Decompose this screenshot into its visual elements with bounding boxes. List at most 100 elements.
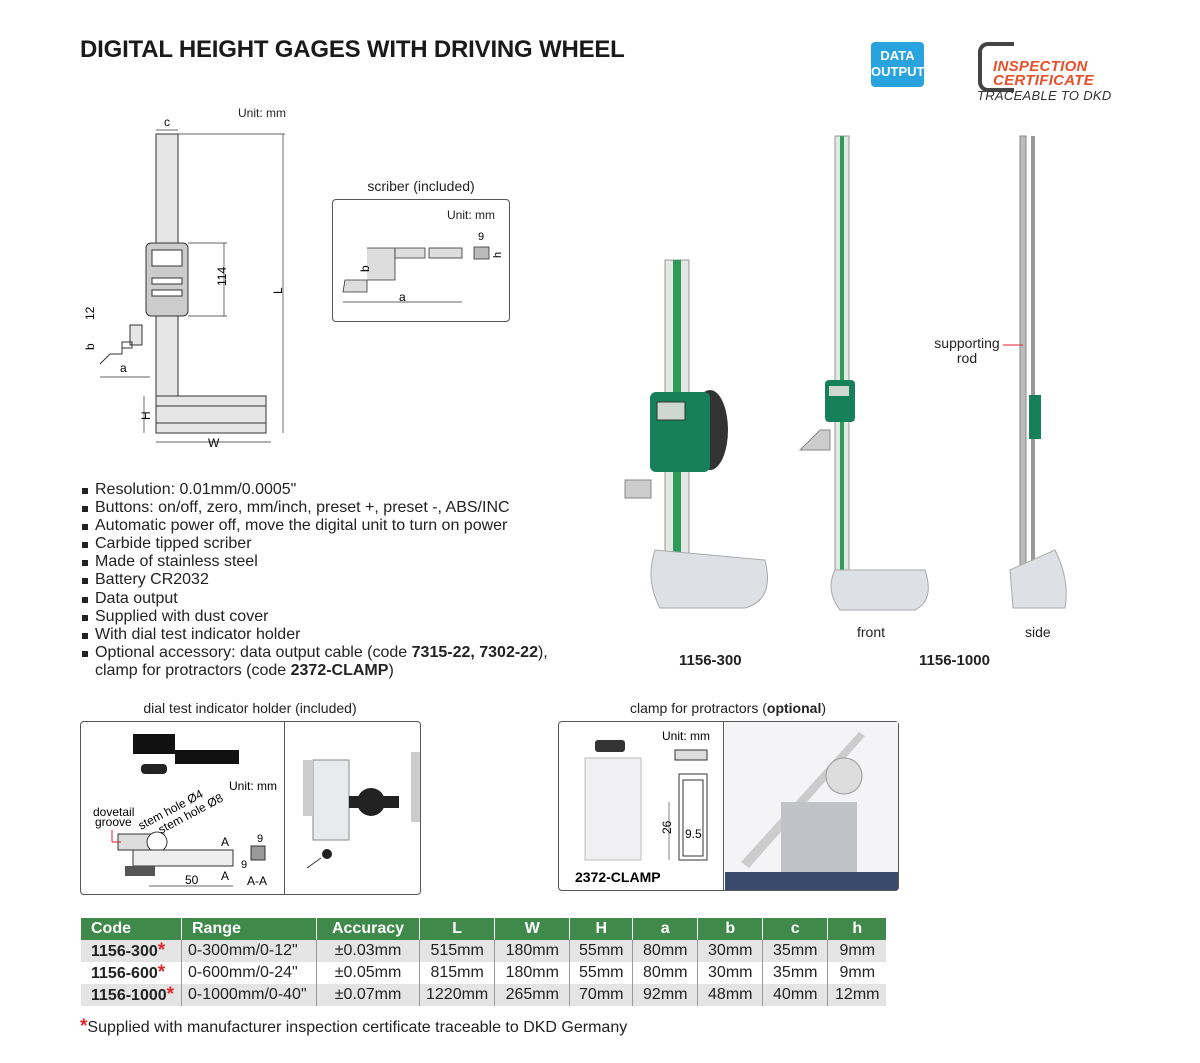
cell-c: 35mm: [762, 962, 829, 984]
cell-w: 180mm: [494, 940, 571, 962]
section-A-bottom: A: [221, 869, 229, 883]
caption-text: ): [821, 700, 827, 716]
scriber-unit: Unit: mm: [447, 208, 495, 222]
product-photos: [624, 135, 1067, 611]
cert-line-3: TRACEABLE TO DKD: [977, 88, 1112, 103]
feature-item: Automatic power off, move the digital un…: [80, 517, 548, 535]
divider: [284, 722, 285, 894]
scriber-dim-h: h: [492, 252, 504, 258]
accessory-text: ),: [537, 643, 548, 661]
col-W: W: [494, 918, 571, 940]
product-1156-300-image: [624, 259, 768, 609]
footnote-star: *: [80, 1016, 88, 1037]
cell-h: 12mm: [827, 984, 887, 1006]
dim-L: L: [271, 287, 285, 294]
footnote-text: Supplied with manufacturer inspection ce…: [87, 1019, 628, 1036]
label-line: rod: [956, 350, 978, 366]
inspection-certificate-logo: INSPECTION CERTIFICATE TRACEABLE TO DKD: [976, 42, 1126, 104]
certificate-star: *: [166, 984, 175, 1005]
cell-c: 40mm: [762, 984, 829, 1006]
feature-item: With dial test indicator holder: [80, 626, 548, 644]
code-value: 1156-600: [91, 965, 158, 982]
scriber-dim-b: b: [358, 265, 372, 272]
cell-a: 80mm: [632, 962, 699, 984]
certificate-star: *: [157, 962, 166, 983]
feature-item: Buttons: on/off, zero, mm/inch, preset +…: [80, 499, 548, 517]
dial-holder-drawing: Unit: mm dovetail groove stem hole Ø4 st…: [93, 734, 420, 888]
scriber-drawing: a b 9 h: [342, 231, 504, 304]
cert-line-2: CERTIFICATE: [993, 72, 1095, 89]
dim-12: 12: [83, 306, 97, 320]
dim-c: c: [164, 115, 170, 129]
col-H: H: [569, 918, 634, 940]
cell-h: 9mm: [827, 940, 887, 962]
clamp-unit: Unit: mm: [662, 729, 710, 743]
table-header-row: Code Range Accuracy L W H a b c h: [81, 918, 887, 940]
section-A-top: A: [221, 835, 229, 849]
cell-l: 1220mm: [419, 984, 496, 1006]
col-c: c: [762, 918, 829, 940]
cell-l: 515mm: [419, 940, 496, 962]
cell-accuracy: ±0.03mm: [316, 940, 420, 962]
front-label: front: [857, 624, 886, 640]
badge-line-2: OUTPUT: [871, 64, 925, 79]
supporting-rod-label: supporting rod: [922, 336, 1012, 366]
spec-table: Code Range Accuracy L W H a b c h 1156-3…: [81, 918, 887, 1006]
dim-W: W: [208, 436, 220, 450]
accessory-text: Optional accessory: data output cable (c…: [95, 643, 412, 661]
dimension-drawing: c L 114 12 b a H W: [83, 115, 285, 450]
dim-b: b: [83, 343, 97, 350]
caption-text: clamp for protractors (: [629, 700, 767, 716]
cell-w: 265mm: [494, 984, 571, 1006]
product-1156-1000-front-image: [798, 135, 929, 611]
scriber-dim-a: a: [399, 290, 406, 304]
accessory-text: ): [388, 661, 394, 679]
dim-H: H: [139, 411, 153, 420]
dovetail-label-2: groove: [95, 815, 132, 829]
accessory-text: clamp for protractors (code: [95, 661, 291, 679]
cell-h: 55mm: [569, 962, 634, 984]
cell-l: 815mm: [419, 962, 496, 984]
scriber-box: Unit: mm a b 9 h: [332, 199, 510, 322]
accessory-codes: 7315-22, 7302-22: [411, 643, 538, 661]
dial-holder-caption: dial test indicator holder (included): [143, 700, 357, 716]
product-1156-1000-side-image: [1003, 135, 1067, 609]
cert-line-1: INSPECTION: [993, 58, 1088, 75]
feature-item: Made of stainless steel: [80, 553, 548, 571]
dim-26: 26: [660, 820, 674, 834]
certificate-star: *: [157, 940, 166, 961]
page-title: DIGITAL HEIGHT GAGES WITH DRIVING WHEEL: [80, 36, 625, 63]
col-L: L: [419, 918, 496, 940]
unit-label: Unit: mm: [238, 106, 286, 120]
cell-range: 0-1000mm/0-40": [181, 984, 317, 1006]
cell-code: 1156-300*: [81, 940, 182, 962]
cell-code: 1156-600*: [81, 962, 182, 984]
cell-w: 180mm: [494, 962, 571, 984]
data-output-badge: DATA OUTPUT: [871, 42, 924, 87]
clamp-drawing: Unit: mm 26 9.5 2372-CLAMP: [575, 722, 898, 890]
clamp-code: 2372-CLAMP: [575, 869, 661, 885]
col-range: Range: [181, 918, 317, 940]
model-label-1156-300: 1156-300: [679, 652, 742, 669]
cell-h: 70mm: [569, 984, 634, 1006]
cell-b: 30mm: [697, 962, 764, 984]
dim-9-top: 9: [257, 833, 263, 845]
certificate-bracket-icon: [978, 42, 1014, 92]
feature-item-optional-accessory: Optional accessory: data output cable (c…: [80, 644, 548, 680]
scriber-dim-9: 9: [478, 231, 484, 243]
cell-b: 48mm: [697, 984, 764, 1006]
feature-item: Data output: [80, 590, 548, 608]
col-code: Code: [81, 918, 182, 940]
cell-a: 80mm: [632, 940, 699, 962]
accessory-code-clamp: 2372-CLAMP: [290, 661, 389, 679]
dim-9-5: 9.5: [685, 827, 702, 841]
col-b: b: [697, 918, 764, 940]
code-value: 1156-300: [91, 943, 158, 960]
caption-optional: optional: [766, 700, 822, 716]
dim-a: a: [120, 361, 127, 375]
code-value: 1156-1000: [91, 987, 167, 1004]
